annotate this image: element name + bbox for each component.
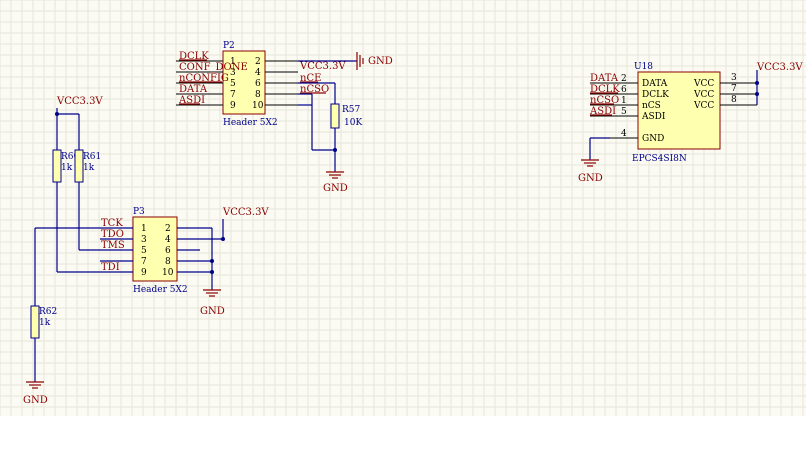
gnd-symbol-p2: GND [356,52,393,70]
p2-pin-4: 4 [255,68,261,78]
u18-pin-name-data: DATA [642,79,668,89]
header-p2[interactable]: P2 Header 5X2 1 3 5 7 9 2 4 6 8 10 [176,41,298,128]
u18-net-data: DATA [590,73,619,84]
p3-pin-6: 6 [165,246,171,256]
p2-pin-5: 5 [230,79,236,89]
r57-value: 10K [344,118,362,128]
u18-pin-name-vcc-8: VCC [693,101,714,111]
u18-pin-4: 4 [621,129,627,139]
r57-body [330,103,340,129]
net-label-tdo: TDO [101,229,124,240]
r61-value: 1k [83,163,95,173]
r62-designator: R62 [39,307,57,317]
net-label-data: DATA [179,84,208,95]
p2-designator: P2 [223,41,235,51]
gnd-label-r57: GND [323,183,348,194]
p3-designator: P3 [133,207,145,217]
p3-pin-8: 8 [165,257,171,267]
u18-pin-1: 1 [621,96,627,106]
gnd-symbol-r62: GND [23,381,48,406]
u18-comment: EPCS4SI8N [632,154,687,164]
header-p3[interactable]: P3 Header 5X2 1 3 5 7 9 2 4 6 8 10 [132,207,188,295]
net-label-ncso: nCSO [300,84,329,95]
u18-pin-7: 7 [731,84,737,94]
net-label-tms: TMS [101,240,125,251]
p3-pin-10: 10 [162,268,174,278]
u18-net-ncso: nCSO [590,95,619,106]
p3-pin-9: 9 [141,268,147,278]
p2-pin-7: 7 [230,90,236,100]
gnd-label-p2: GND [368,56,393,67]
gnd-label-u18: GND [578,173,603,184]
grid [0,0,806,416]
r60-designator: R60 [61,152,80,162]
u18-pin-name-gnd: GND [642,134,664,144]
u18-pin-8: 8 [731,95,737,105]
net-label-nce: nCE [300,73,321,84]
vcc-label-left: VCC3.3V [56,96,103,107]
r61-designator: R61 [83,152,101,162]
u18-pin-name-vcc-3: VCC [693,79,714,89]
p3-comment: Header 5X2 [133,285,188,295]
u18-body [637,71,721,150]
gnd-label-p3: GND [200,306,225,317]
r60-body [52,149,62,183]
p2-pin-6: 6 [255,79,261,89]
p3-body [132,216,178,282]
net-label-tdi: TDI [101,262,120,273]
r60-value: 1k [61,163,73,173]
u18-pin-5: 5 [621,107,627,117]
net-label-dclk: DCLK [179,51,209,62]
p2-pin-8: 8 [255,90,261,100]
u18-pin-3: 3 [731,73,737,83]
p3-pin-5: 5 [141,246,147,256]
net-label-p2-vcc: VCC3.3V [299,61,346,72]
sheet-background [0,0,806,416]
u18-pin-6: 6 [621,85,627,95]
vcc-label-u18: VCC3.3V [756,62,803,73]
net-label-asdi: ASDI [178,95,205,106]
p2-pin-3: 3 [230,68,236,78]
u18-pin-name-asdi: ASDI [641,112,666,122]
p2-pin-9: 9 [230,101,236,111]
u18-pin-name-vcc-7: VCC [693,90,714,100]
r61-body [74,149,84,183]
u18-net-asdi: ASDI [589,106,616,117]
p3-pin-2: 2 [165,224,171,234]
p3-pin-1: 1 [141,224,147,234]
p2-comment: Header 5X2 [223,118,278,128]
gnd-symbol-u18: GND [578,159,603,184]
u18-net-dclk: DCLK [590,84,620,95]
p3-pin-4: 4 [165,235,171,245]
net-label-conf-done: CONF_DONE [179,62,248,73]
ic-u18[interactable]: U18 EPCS4SI8N DATA DCLK nCSO ASDI 2 6 1 … [589,62,757,164]
gnd-symbol-r57: GND [323,171,348,194]
u18-pin-name-ncs: nCS [642,101,661,111]
vcc-label-p3: VCC3.3V [222,207,269,218]
r62-body [30,305,40,339]
r62-value: 1k [39,318,51,328]
p2-pin-2: 2 [255,57,261,67]
net-label-nconfig: nCONFIG [179,73,229,84]
gnd-symbol-p3: GND [200,289,225,317]
p2-pin-1: 1 [230,57,236,67]
u18-pin-2: 2 [621,74,627,84]
r57-designator: R57 [342,105,361,115]
p2-body [222,50,266,115]
u18-pin-name-dclk: DCLK [642,90,669,100]
p2-pin-10: 10 [252,101,264,111]
p3-pin-3: 3 [141,235,147,245]
p3-pin-7: 7 [141,257,147,267]
u18-designator: U18 [634,62,653,72]
gnd-label-r62: GND [23,395,48,406]
net-label-tck: TCK [101,218,123,229]
